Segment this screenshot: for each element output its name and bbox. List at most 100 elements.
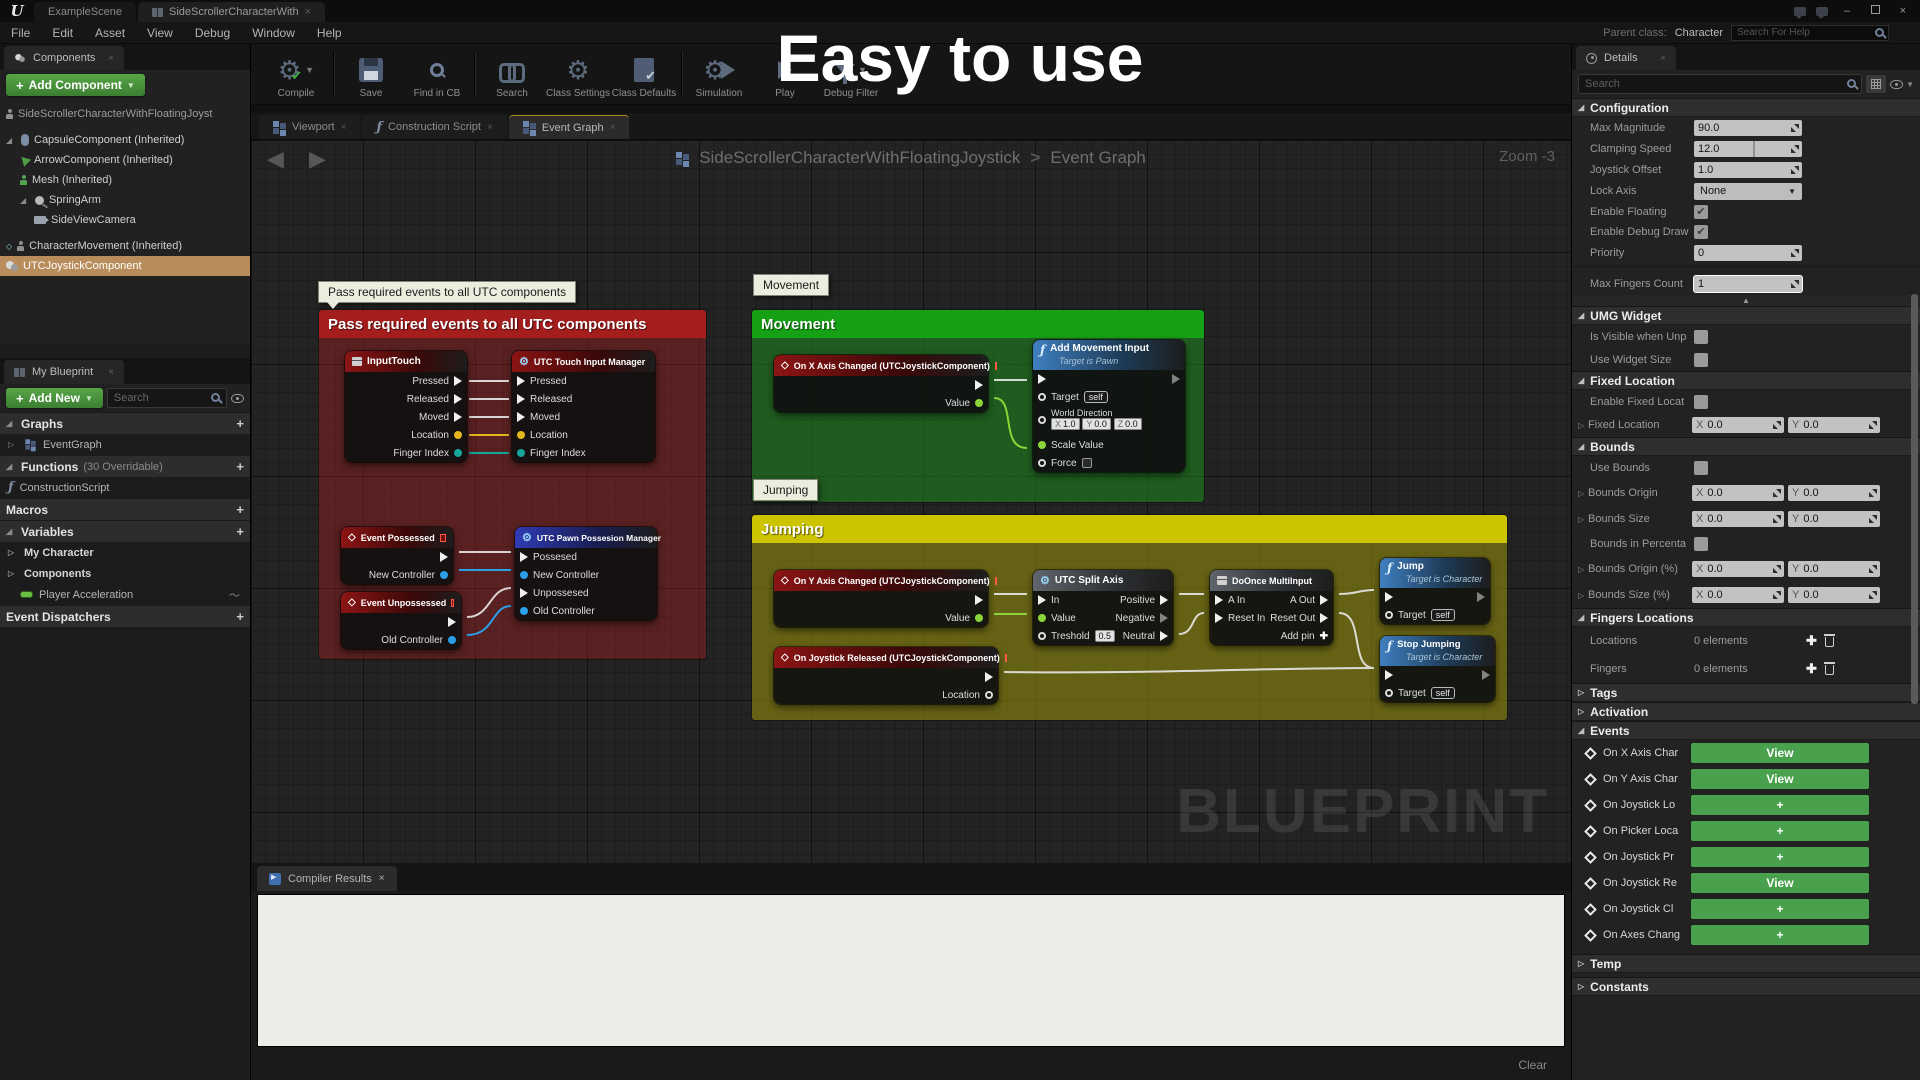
close-icon[interactable]: × [486,121,493,133]
float-pin[interactable] [1038,441,1046,449]
float-pin[interactable] [1038,632,1046,640]
close-window-button[interactable]: × [1899,5,1907,17]
simulation-button[interactable]: ⚙ Simulation [695,54,743,100]
exec-pin[interactable] [520,588,528,598]
tab-compiler-results[interactable]: Compiler Results × [257,866,397,891]
close-icon[interactable]: × [108,52,114,64]
add-dispatcher-button[interactable]: + [236,609,244,624]
expander-icon[interactable]: ▷ [1578,514,1585,524]
int-pin[interactable] [454,449,462,457]
property-matrix-icon[interactable] [1866,75,1887,93]
feedback-icon[interactable] [1794,6,1806,19]
menu-window[interactable]: Window [252,25,295,40]
maximize-button[interactable] [1866,5,1884,17]
node-utc-split-axis[interactable]: ⚙UTC Split Axis In Positive Value Negati… [1033,570,1173,645]
row-constructionscript[interactable]: ƒ ConstructionScript [8,480,110,495]
breadcrumb-root[interactable]: SideScrollerCharacterWithFloatingJoystic… [699,148,1021,167]
tree-row-utcjoystick[interactable]: UTCJoystickComponent [0,256,250,276]
exec-pin[interactable] [454,394,462,404]
joystick-offset-input[interactable]: 1.0 [1694,161,1802,178]
section-graphs[interactable]: ◢Graphs+ [0,412,250,434]
object-pin[interactable] [1385,689,1393,697]
close-icon[interactable]: × [609,122,616,133]
is-visible-checkbox[interactable]: ✔ [1694,329,1708,344]
compiler-output[interactable] [257,894,1565,1047]
row-components-category[interactable]: ▷Components [8,567,92,580]
delegate-pin[interactable] [439,533,446,542]
event-add-button[interactable]: + [1691,821,1869,841]
object-pin[interactable] [1038,393,1046,401]
section-macros[interactable]: Macros+ [0,498,250,520]
parent-class-value[interactable]: Character [1674,26,1723,39]
add-function-button[interactable]: + [236,459,244,474]
event-add-button[interactable]: + [1691,925,1869,945]
exec-pin[interactable] [517,412,525,422]
exec-pin[interactable] [1320,613,1329,623]
collapse-arrow-icon[interactable]: ▲ [1572,295,1920,306]
find-in-cb-button[interactable]: Find in CB [404,46,470,102]
exec-pin[interactable] [440,552,448,562]
event-view-button[interactable]: View [1691,769,1869,789]
menu-asset[interactable]: Asset [95,25,126,40]
back-arrow-icon[interactable]: ◀ [267,146,284,171]
vector-pin[interactable] [985,691,993,699]
exec-pin[interactable] [1482,670,1490,680]
clear-button[interactable]: Clear [1518,1058,1547,1072]
trash-icon[interactable] [1823,662,1835,675]
max-fingers-count-input[interactable]: 1 [1693,274,1803,293]
search-button[interactable]: Search [479,46,545,102]
object-pin[interactable] [448,636,456,644]
lock-axis-dropdown[interactable]: None▼ [1694,182,1802,200]
comment-title[interactable]: Pass required events to all UTC componen… [319,310,706,338]
object-pin[interactable] [440,571,448,579]
tree-row-arrow[interactable]: ArrowComponent (Inherited) [0,150,250,170]
tab-details[interactable]: Details × [1576,46,1676,70]
bool-pin[interactable] [1038,459,1046,467]
comment-title[interactable]: Movement [752,310,1204,338]
node-event-possessed[interactable]: ◇Event Possessed New Controller [341,527,453,584]
window-tab-sidescroller[interactable]: SideScrollerCharacterWith × [138,2,326,22]
event-view-button[interactable]: View [1691,743,1869,763]
add-element-button[interactable]: ✚ [1806,633,1817,648]
priority-input[interactable]: 0 [1694,244,1802,261]
exec-pin[interactable] [1215,613,1223,623]
clamping-speed-input[interactable]: 12.0 [1694,140,1802,157]
section-configuration[interactable]: ◢Configuration [1572,98,1920,117]
menu-file[interactable]: File [11,25,31,40]
section-bounds[interactable]: ◢Bounds [1572,437,1920,456]
chevron-down-icon[interactable]: ▼ [858,65,867,75]
window-tab-example-scene[interactable]: ExampleScene [34,2,136,22]
exec-pin[interactable] [975,595,983,605]
exec-pin[interactable] [1160,631,1168,641]
close-icon[interactable]: × [1660,52,1666,64]
row-player-acceleration[interactable]: Player Acceleration 〜 [0,584,250,605]
tree-row-mesh[interactable]: Mesh (Inherited) [0,170,250,190]
exec-pin[interactable] [1172,374,1180,384]
save-button[interactable]: Save [338,46,404,102]
tab-viewport[interactable]: Viewport× [259,115,361,139]
tab-event-graph[interactable]: Event Graph× [508,115,630,139]
section-fingers-locations[interactable]: ◢Fingers Locations [1572,608,1920,627]
add-component-button[interactable]: +Add Component▼ [6,74,145,96]
object-pin[interactable] [520,607,528,615]
community-icon[interactable] [1816,6,1828,19]
exec-pin[interactable] [454,376,462,386]
section-variables[interactable]: ◢Variables+ [0,520,250,542]
exec-pin[interactable] [1477,592,1485,602]
menu-help[interactable]: Help [316,25,342,40]
section-functions[interactable]: ◢Functions (30 Overridable) + [0,455,250,477]
close-icon[interactable]: × [304,6,312,18]
use-bounds-checkbox[interactable]: ✔ [1694,461,1708,475]
exec-pin[interactable] [985,672,993,682]
tab-components[interactable]: Components × [4,46,124,70]
tree-row-camera[interactable]: SideViewCamera [0,210,250,230]
enable-floating-checkbox[interactable]: ✔ [1694,205,1708,219]
section-fixed-location[interactable]: ◢Fixed Location [1572,371,1920,390]
